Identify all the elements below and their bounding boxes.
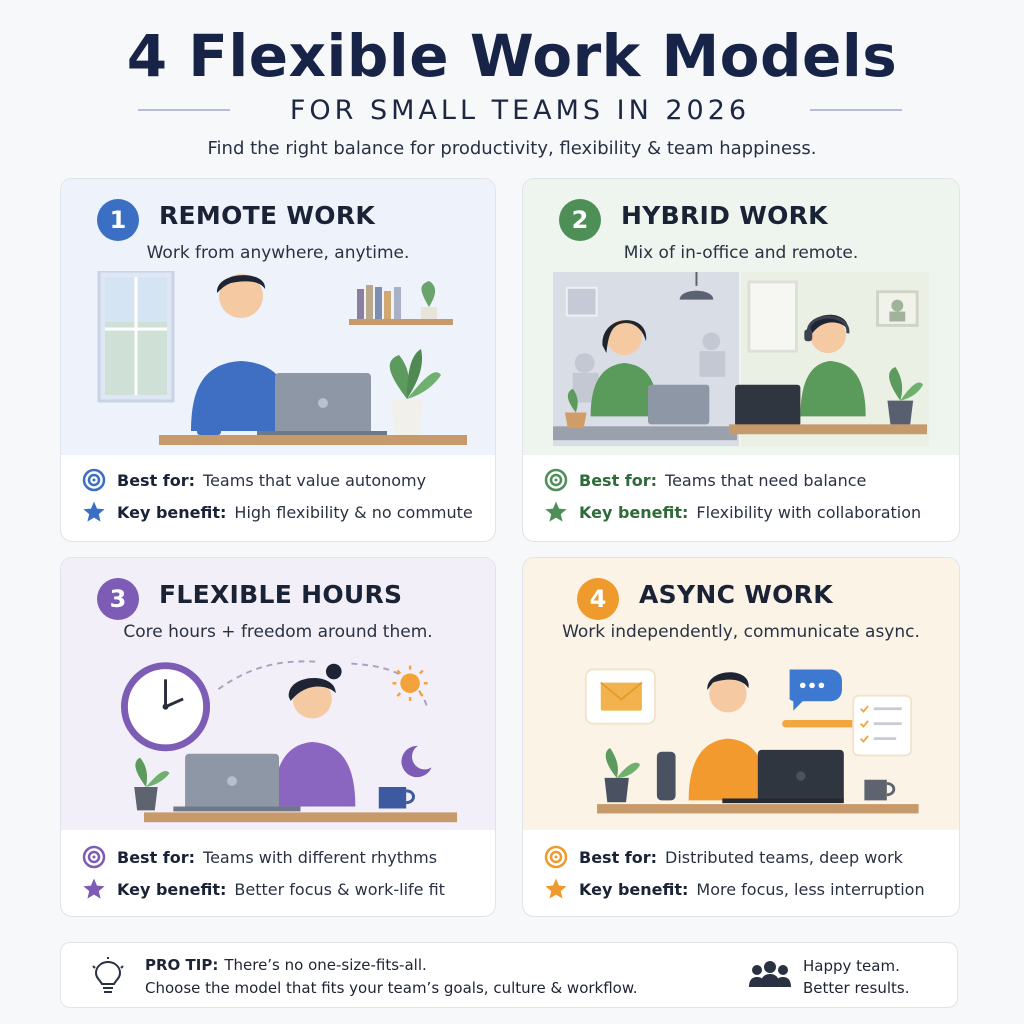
best-for-label: Best for: (117, 847, 196, 867)
lightbulb-icon (91, 957, 125, 999)
card-info: Best for: Teams with different rhythms K… (81, 842, 481, 904)
card-async-work: 4 ASYNC WORK Work independently, communi… (522, 557, 960, 917)
card-number-badge: 4 (577, 578, 619, 620)
card-number-badge: 1 (97, 199, 139, 241)
best-for-label: Best for: (579, 470, 658, 490)
pro-tip-label: PRO TIP: (145, 956, 219, 974)
flexible-hours-illustration (121, 660, 458, 823)
page-title: 4 Flexible Work Models (126, 22, 898, 90)
card-info: Best for: Teams that value autonomy Key … (81, 465, 481, 527)
card-info: Best for: Teams that need balance Key be… (543, 465, 943, 527)
key-benefit-row: Key benefit: Flexibility with collaborat… (543, 497, 943, 527)
card-description: Work independently, communicate async. (562, 622, 920, 642)
remote-work-illustration (97, 271, 467, 445)
tagline: Find the right balance for productivity,… (207, 138, 817, 159)
best-for-row: Best for: Teams that need balance (543, 465, 943, 495)
pro-tip-text1: There’s no one-size-fits-all. (224, 956, 427, 974)
card-title: HYBRID WORK (621, 201, 828, 230)
star-icon (81, 876, 107, 902)
best-for-value: Teams that value autonomy (203, 470, 427, 490)
key-benefit-value: Better focus & work-life fit (234, 879, 445, 899)
hybrid-work-illustration (553, 271, 929, 447)
best-for-value: Teams that need balance (665, 470, 867, 490)
card-description: Mix of in-office and remote. (623, 243, 859, 263)
team-icon (749, 959, 791, 995)
card-title: REMOTE WORK (159, 201, 376, 230)
pro-tip-line2: Choose the model that fits your team’s g… (145, 979, 638, 997)
card-title: FLEXIBLE HOURS (159, 580, 403, 609)
key-benefit-value: Flexibility with collaboration (696, 502, 922, 522)
card-flexible-hours: 3 FLEXIBLE HOURS Core hours + freedom ar… (60, 557, 496, 917)
key-benefit-value: High flexibility & no commute (234, 502, 473, 522)
card-info: Best for: Distributed teams, deep work K… (543, 842, 943, 904)
best-for-label: Best for: (579, 847, 658, 867)
better-results-text: Better results. (803, 979, 910, 997)
card-title: ASYNC WORK (639, 580, 833, 609)
best-for-row: Best for: Distributed teams, deep work (543, 842, 943, 872)
key-benefit-row: Key benefit: Better focus & work-life fi… (81, 874, 481, 904)
card-description: Work from anywhere, anytime. (146, 243, 410, 263)
divider-right (809, 109, 902, 111)
best-for-value: Distributed teams, deep work (665, 847, 903, 867)
best-for-row: Best for: Teams with different rhythms (81, 842, 481, 872)
key-benefit-label: Key benefit: (579, 879, 689, 899)
key-benefit-label: Key benefit: (579, 502, 689, 522)
target-icon (81, 467, 107, 493)
star-icon (543, 876, 569, 902)
best-for-label: Best for: (117, 470, 196, 490)
key-benefit-row: Key benefit: High flexibility & no commu… (81, 497, 481, 527)
key-benefit-label: Key benefit: (117, 502, 227, 522)
key-benefit-row: Key benefit: More focus, less interrupti… (543, 874, 943, 904)
divider-left (138, 109, 230, 111)
pro-tip-line1: PRO TIP: There’s no one-size-fits-all. (145, 956, 427, 974)
star-icon (81, 499, 107, 525)
async-work-illustration (584, 668, 919, 814)
happy-team-text: Happy team. (803, 957, 900, 975)
pro-tip-banner: PRO TIP: There’s no one-size-fits-all. Ch… (60, 942, 958, 1008)
card-description: Core hours + freedom around them. (123, 622, 433, 642)
target-icon (543, 467, 569, 493)
card-hybrid-work: 2 HYBRID WORK Mix of in-office and remot… (522, 178, 960, 542)
key-benefit-value: More focus, less interruption (696, 879, 925, 899)
target-icon (543, 844, 569, 870)
card-remote-work: 1 REMOTE WORK Work from anywhere, anytim… (60, 178, 496, 542)
subtitle-row: FOR SMALL TEAMS IN 2026 (138, 93, 902, 127)
page-subtitle: FOR SMALL TEAMS IN 2026 (289, 94, 751, 126)
card-number-badge: 3 (97, 578, 139, 620)
card-number-badge: 2 (559, 199, 601, 241)
star-icon (543, 499, 569, 525)
best-for-value: Teams with different rhythms (203, 847, 438, 867)
key-benefit-label: Key benefit: (117, 879, 227, 899)
best-for-row: Best for: Teams that value autonomy (81, 465, 481, 495)
target-icon (81, 844, 107, 870)
